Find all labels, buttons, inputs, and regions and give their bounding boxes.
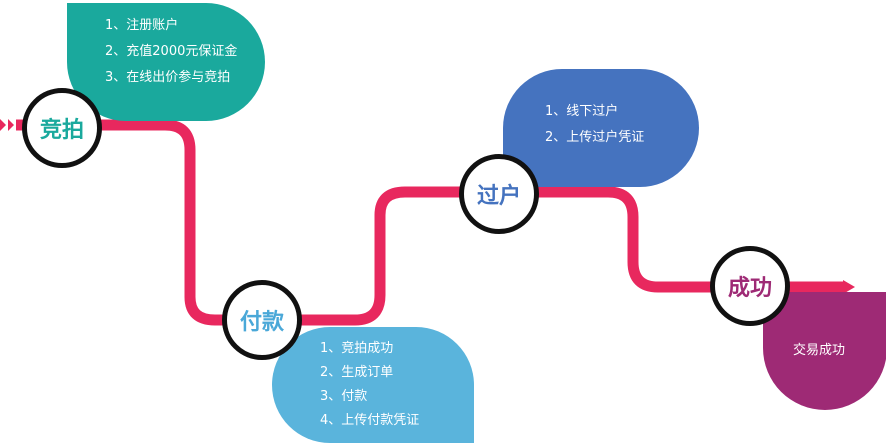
step-node-success: 成功 — [710, 246, 790, 326]
detail-line: 4、上传付款凭证 — [320, 413, 420, 428]
entry-arrows-icon — [0, 119, 14, 131]
detail-line: 2、生成订单 — [320, 365, 394, 380]
step-node-bidding: 竞拍 — [22, 88, 102, 168]
end-arrow-icon — [843, 280, 855, 294]
step-1-details: 1、注册账户 2、充值2000元保证金 3、在线出价参与竞拍 — [67, 3, 265, 121]
step-2-details: 1、竞拍成功 2、生成订单 3、付款 4、上传付款凭证 — [272, 327, 474, 443]
detail-line: 2、上传过户凭证 — [545, 130, 645, 145]
detail-line: 3、付款 — [320, 389, 368, 404]
detail-line: 3、在线出价参与竞拍 — [105, 70, 231, 85]
step-node-transfer: 过户 — [459, 154, 539, 234]
path-line — [16, 119, 845, 326]
detail-line: 2、充值2000元保证金 — [105, 44, 238, 59]
step-4-details: 交易成功 — [763, 292, 886, 410]
detail-line: 1、注册账户 — [105, 18, 179, 33]
detail-line: 1、竞拍成功 — [320, 341, 394, 356]
step-node-payment: 付款 — [222, 280, 302, 360]
step-3-details: 1、线下过户 2、上传过户凭证 — [503, 69, 699, 187]
detail-line: 1、线下过户 — [545, 104, 619, 119]
detail-line: 交易成功 — [793, 343, 846, 358]
